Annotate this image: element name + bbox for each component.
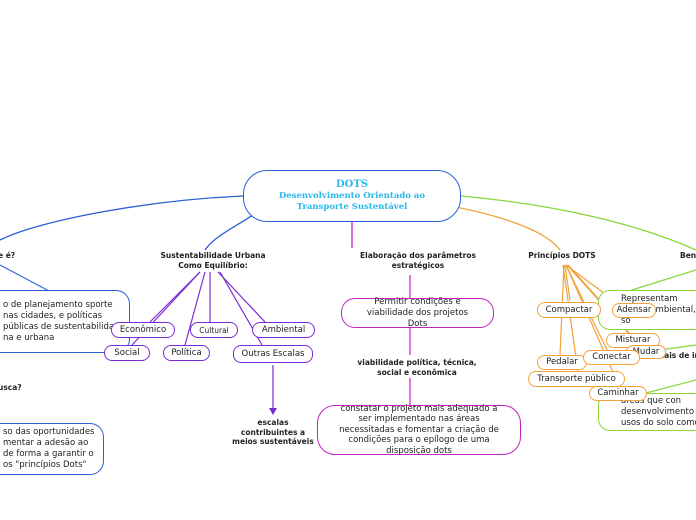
social-node[interactable]: Social bbox=[104, 345, 150, 361]
adensar-node[interactable]: Adensar bbox=[612, 303, 656, 318]
transporte-node[interactable]: Transporte público bbox=[528, 371, 625, 387]
connector-princ-caminhar bbox=[565, 264, 621, 389]
connector-root-principles bbox=[444, 204, 561, 251]
constatar-node[interactable]: constatar o projeto mais adequado a ser … bbox=[317, 404, 521, 456]
connector-root-what bbox=[0, 195, 244, 241]
branch-sustainability[interactable]: Sustentabilidade Urbana Como Equilíbrio: bbox=[160, 251, 266, 270]
root-subtitle: Desenvolvimento Orientado ao Transporte … bbox=[278, 191, 426, 212]
root-node[interactable]: DOTS Desenvolvimento Orientado ao Transp… bbox=[243, 170, 461, 222]
definition-node[interactable]: o de planejamento sporte nas cidades, e … bbox=[0, 290, 130, 353]
question-label[interactable]: usca? bbox=[0, 383, 22, 392]
viabilidade-text[interactable]: viabilidade política, técnica, social e … bbox=[357, 358, 477, 377]
connector-ben-locais bbox=[659, 344, 696, 351]
connector-princ-transporte bbox=[562, 264, 579, 373]
caminhar-node[interactable]: Caminhar bbox=[589, 386, 647, 401]
ambiental-node[interactable]: Ambiental bbox=[252, 322, 315, 338]
cultural-node[interactable]: Cultural bbox=[190, 322, 238, 338]
locais-text[interactable]: locais de in bbox=[652, 351, 696, 360]
escalas-text[interactable]: escalas contribuintes a meios sustentáve… bbox=[232, 418, 314, 446]
branch-params[interactable]: Elaboração dos parâmetros estratégicos bbox=[360, 251, 476, 270]
compactar-node[interactable]: Compactar bbox=[537, 302, 601, 318]
conectar-node[interactable]: Conectar bbox=[583, 350, 640, 365]
branch-principles[interactable]: Princípios DOTS bbox=[528, 251, 596, 260]
connector-sust-ambiental bbox=[217, 271, 266, 323]
arrow-head bbox=[269, 408, 277, 415]
answer-node[interactable]: so das oportunidades mentar a adesão ao … bbox=[0, 423, 104, 475]
branch-benefits[interactable]: Ben bbox=[680, 251, 696, 260]
connector-princ-compactar bbox=[564, 264, 571, 301]
root-title: DOTS bbox=[335, 179, 369, 190]
economico-node[interactable]: Econômico bbox=[111, 322, 175, 338]
politica-node[interactable]: Política bbox=[163, 345, 210, 361]
permitir-node[interactable]: Permitir condições e viabilidade dos pro… bbox=[341, 297, 494, 329]
outras-escalas-node[interactable]: Outras Escalas bbox=[233, 345, 313, 363]
connector-sust-politica bbox=[184, 271, 206, 346]
branch-what-is[interactable]: e é? bbox=[0, 251, 16, 260]
connector-root-benefits bbox=[460, 195, 696, 251]
pedalar-node[interactable]: Pedalar bbox=[537, 355, 587, 370]
